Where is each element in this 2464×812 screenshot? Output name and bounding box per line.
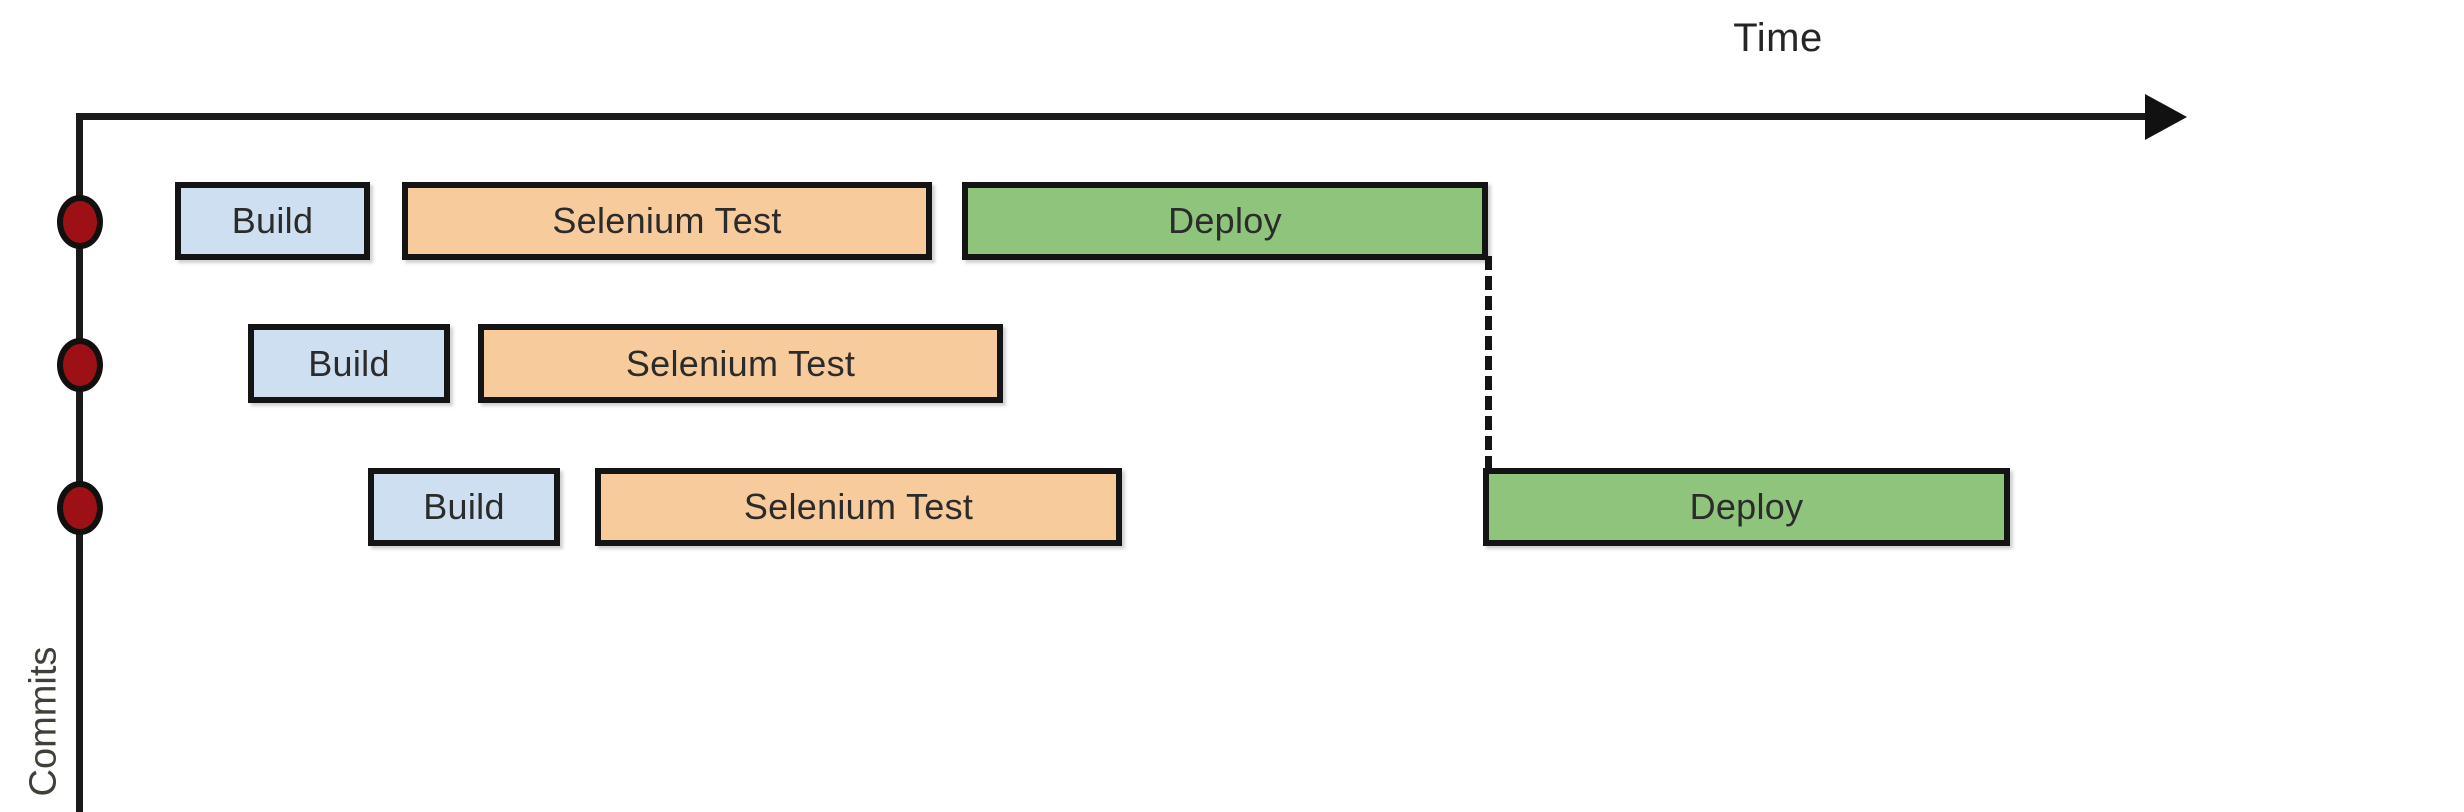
- stage-label: Build: [423, 486, 505, 527]
- stage-label: Deploy: [1168, 200, 1282, 241]
- commit-dot-3[interactable]: [57, 481, 103, 535]
- stage-build-lane-1[interactable]: Build: [175, 182, 370, 260]
- stage-label: Deploy: [1689, 486, 1804, 527]
- commit-dot-2[interactable]: [57, 338, 103, 392]
- stage-label: Build: [231, 200, 314, 241]
- stage-label: Selenium Test: [743, 486, 974, 527]
- commit-dot-1[interactable]: [57, 195, 103, 249]
- commits-axis-line: [76, 113, 83, 812]
- arrow-right-icon: [2145, 94, 2187, 140]
- stage-deploy-lane-3[interactable]: Deploy: [1483, 468, 2010, 546]
- stage-build-lane-3[interactable]: Build: [368, 468, 560, 546]
- stage-selenium-test-lane-2[interactable]: Selenium Test: [478, 324, 1003, 403]
- stage-build-lane-2[interactable]: Build: [248, 324, 450, 403]
- stage-label: Build: [308, 342, 390, 384]
- commits-axis-label: Commits: [22, 646, 65, 797]
- stage-selenium-test-lane-3[interactable]: Selenium Test: [595, 468, 1122, 546]
- time-axis-line: [80, 113, 2160, 120]
- stage-label: Selenium Test: [552, 200, 782, 241]
- deploy-queue-connector: [1485, 256, 1492, 470]
- stage-label: Selenium Test: [625, 342, 856, 384]
- stage-deploy-lane-1[interactable]: Deploy: [962, 182, 1488, 260]
- stage-selenium-test-lane-1[interactable]: Selenium Test: [402, 182, 932, 260]
- time-axis-label: Time: [1733, 16, 1823, 60]
